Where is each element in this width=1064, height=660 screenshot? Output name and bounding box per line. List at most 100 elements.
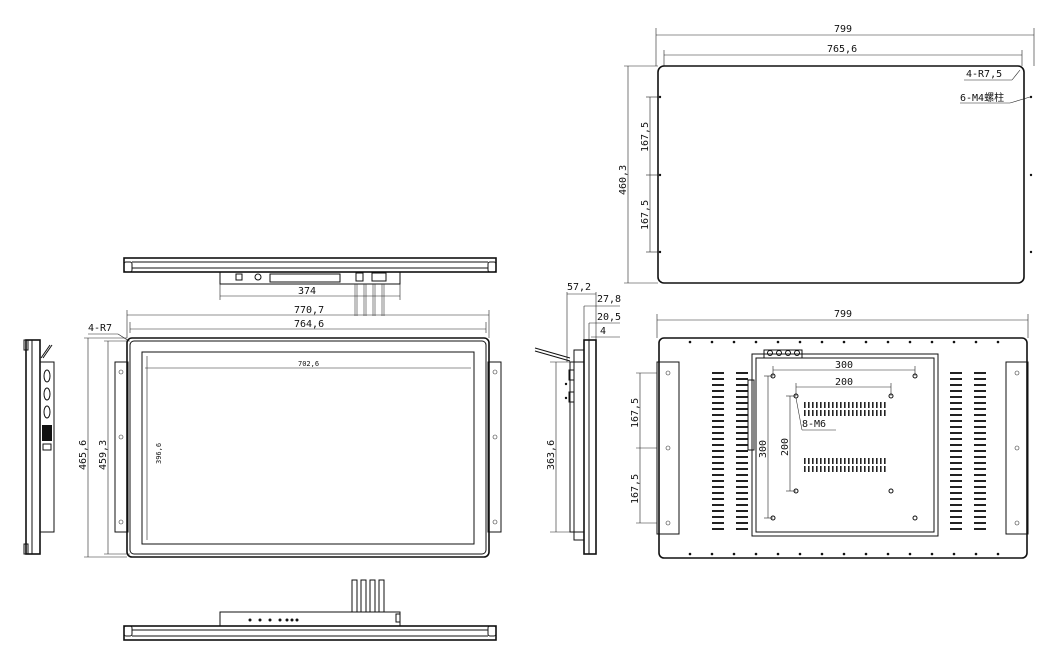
top-view: 374 bbox=[123, 257, 497, 316]
vesa-slot bbox=[864, 466, 866, 472]
edge-hole bbox=[886, 552, 890, 556]
vent-slot bbox=[974, 510, 986, 512]
vent-slot bbox=[950, 474, 962, 476]
dim-bracket-width: 374 bbox=[298, 286, 316, 297]
edge-hole bbox=[952, 552, 956, 556]
dim-plate-height: 460,3 bbox=[618, 165, 629, 195]
vesa-slot bbox=[860, 458, 862, 464]
vent-slot bbox=[712, 378, 724, 380]
vesa-slot bbox=[860, 466, 862, 472]
vesa-slot bbox=[812, 466, 814, 472]
vent-slot bbox=[974, 492, 986, 494]
dim-inner-width: 764,6 bbox=[294, 319, 324, 330]
vesa-slot bbox=[820, 458, 822, 464]
vesa-slot bbox=[824, 410, 826, 416]
vesa-slot bbox=[816, 458, 818, 464]
vesa-slot bbox=[856, 458, 858, 464]
dim-vesa-inner-height: 200 bbox=[780, 438, 791, 456]
vent-slot bbox=[712, 462, 724, 464]
vesa-slot bbox=[836, 402, 838, 408]
edge-hole bbox=[688, 340, 692, 344]
dim-glass-depth: 4 bbox=[600, 326, 606, 337]
vesa-slot bbox=[808, 402, 810, 408]
vent-slot bbox=[712, 516, 724, 518]
vesa-slot bbox=[812, 458, 814, 464]
vesa-slot bbox=[828, 410, 830, 416]
vent-slot bbox=[974, 444, 986, 446]
vesa-slot bbox=[816, 402, 818, 408]
vent-slot bbox=[950, 522, 962, 524]
vesa-slot bbox=[812, 410, 814, 416]
vent-slot bbox=[712, 498, 724, 500]
vesa-slot bbox=[844, 410, 846, 416]
vent-slot bbox=[974, 498, 986, 500]
vent-slot bbox=[736, 420, 748, 422]
vesa-slot bbox=[876, 410, 878, 416]
bottom-view bbox=[123, 579, 497, 641]
vesa-slot bbox=[848, 458, 850, 464]
edge-hole bbox=[688, 552, 692, 556]
vesa-slot bbox=[884, 410, 886, 416]
vent-slot bbox=[736, 402, 748, 404]
vesa-slot bbox=[852, 410, 854, 416]
dim-rear-width: 799 bbox=[834, 309, 852, 320]
edge-hole bbox=[930, 340, 934, 344]
vent-slot bbox=[736, 528, 748, 530]
dim-vesa-outer-width: 300 bbox=[835, 360, 853, 371]
vent-slot bbox=[950, 432, 962, 434]
edge-hole bbox=[754, 552, 758, 556]
vent-slot bbox=[712, 522, 724, 524]
vent-slot bbox=[974, 486, 986, 488]
back-plate-view: 799 765,6 460,3 167,5 167,5 4-R7,5 6-M4螺… bbox=[618, 24, 1035, 284]
vent-slot bbox=[974, 450, 986, 452]
dim-active-height: 396,6 bbox=[155, 443, 163, 464]
vent-slot bbox=[950, 444, 962, 446]
vesa-slot bbox=[820, 410, 822, 416]
vent-slot bbox=[736, 390, 748, 392]
edge-hole bbox=[798, 552, 802, 556]
vesa-slot bbox=[820, 402, 822, 408]
edge-hole bbox=[864, 552, 868, 556]
dim-rear-hole-spacing-1: 167,5 bbox=[630, 398, 641, 428]
vent-slot bbox=[950, 390, 962, 392]
vesa-slot bbox=[872, 466, 874, 472]
vesa-slot bbox=[808, 458, 810, 464]
vesa-slot bbox=[880, 466, 882, 472]
vesa-slot bbox=[868, 402, 870, 408]
vesa-slot bbox=[856, 466, 858, 472]
vent-slot bbox=[712, 432, 724, 434]
vent-slot bbox=[974, 414, 986, 416]
vent-slot bbox=[974, 408, 986, 410]
vesa-slot bbox=[804, 410, 806, 416]
vent-slot bbox=[950, 492, 962, 494]
vesa-slot bbox=[840, 410, 842, 416]
vent-slot bbox=[712, 402, 724, 404]
vent-slot bbox=[974, 522, 986, 524]
dim-outer-width: 770,7 bbox=[294, 305, 324, 316]
vent-slot bbox=[736, 372, 748, 374]
dim-active-width: 702,6 bbox=[298, 360, 319, 368]
vesa-slot bbox=[820, 466, 822, 472]
vent-slot bbox=[974, 504, 986, 506]
vesa-slot bbox=[884, 402, 886, 408]
vent-slot bbox=[712, 510, 724, 512]
vent-slot bbox=[736, 480, 748, 482]
vent-slot bbox=[974, 462, 986, 464]
vent-slot bbox=[736, 474, 748, 476]
vesa-slot bbox=[884, 466, 886, 472]
dim-plate-hole-spacing-1: 167,5 bbox=[640, 122, 651, 152]
vent-slot bbox=[712, 468, 724, 470]
vent-slot bbox=[974, 420, 986, 422]
vent-slot bbox=[736, 438, 748, 440]
vent-slot bbox=[712, 456, 724, 458]
vent-slot bbox=[974, 438, 986, 440]
dim-bezel-depth: 27,8 bbox=[597, 294, 621, 305]
edge-hole bbox=[710, 552, 714, 556]
vesa-slot bbox=[812, 402, 814, 408]
vesa-slot bbox=[836, 466, 838, 472]
vent-slot bbox=[950, 450, 962, 452]
vesa-slot bbox=[848, 410, 850, 416]
vesa-slot bbox=[824, 402, 826, 408]
vesa-slot bbox=[880, 458, 882, 464]
vent-slot bbox=[736, 492, 748, 494]
